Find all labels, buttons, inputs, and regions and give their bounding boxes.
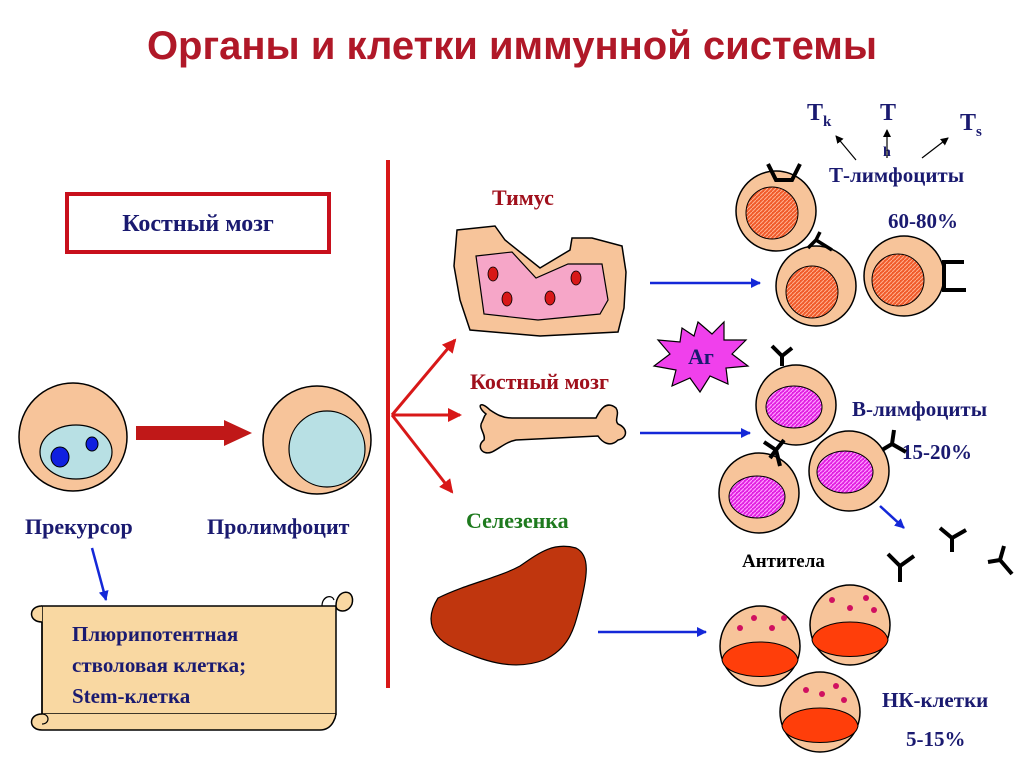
nk-cells-label: НК-клетки bbox=[882, 688, 988, 712]
b-cell-2 bbox=[808, 429, 907, 512]
spleen-label: Селезенка bbox=[466, 508, 569, 533]
bone-marrow-organ-label: Костный мозг bbox=[470, 369, 609, 394]
t-cell-2 bbox=[775, 231, 857, 327]
b-cell-3 bbox=[718, 438, 800, 534]
ts-label: Ts bbox=[960, 110, 982, 140]
b-to-antibody-arrow bbox=[879, 505, 905, 529]
antibodies-label: Антитела bbox=[742, 551, 825, 572]
precursor-cell bbox=[18, 382, 128, 492]
branch-arrow-spleen bbox=[390, 414, 454, 494]
thymus-organ bbox=[453, 225, 627, 337]
branch-arrows bbox=[390, 338, 462, 494]
t-cell-3 bbox=[863, 235, 966, 317]
spleen-organ bbox=[430, 545, 587, 666]
t-lymphocytes-percent: 60-80% bbox=[888, 209, 958, 233]
bone-organ bbox=[479, 404, 627, 454]
th-label: T bbox=[880, 100, 896, 126]
page-title: Органы и клетки иммунной системы bbox=[146, 24, 878, 68]
prolymphocyte-label: Пролимфоцит bbox=[207, 514, 350, 539]
b-lymphocytes-label: В-лимфоциты bbox=[852, 397, 987, 421]
nk-cell-2 bbox=[809, 584, 891, 666]
antibody-3 bbox=[987, 545, 1014, 576]
nk-cell-3 bbox=[779, 671, 861, 753]
antibody-2 bbox=[938, 526, 967, 552]
scroll-line-1: Плюрипотентная bbox=[72, 622, 238, 646]
stem-cell-scroll bbox=[30, 591, 354, 731]
precursor-to-prolymphocyte-arrow bbox=[136, 420, 252, 446]
prolymphocyte-cell bbox=[262, 385, 372, 495]
precursor-label: Прекурсор bbox=[25, 514, 133, 539]
antigen-label: Аг bbox=[688, 344, 714, 369]
bone-marrow-box: Костный мозг bbox=[65, 192, 331, 254]
organ-to-cell-arrows bbox=[598, 278, 761, 637]
nk-cells-percent: 5-15% bbox=[906, 727, 966, 751]
antigen-star bbox=[652, 320, 750, 394]
antibody-1 bbox=[886, 552, 916, 582]
b-lymphocytes-percent: 15-20% bbox=[902, 440, 972, 464]
t-cell-1 bbox=[735, 163, 817, 252]
t-subtype-arrows bbox=[835, 129, 949, 161]
bone-marrow-box-label: Костный мозг bbox=[122, 211, 274, 237]
t-lymphocytes-label: Т-лимфоциты bbox=[829, 163, 964, 187]
tk-label: Tk bbox=[807, 100, 832, 130]
branch-arrow-thymus bbox=[390, 338, 457, 416]
b-cell-1 bbox=[755, 344, 837, 446]
precursor-to-stem-arrow bbox=[90, 547, 109, 601]
nk-cell-1 bbox=[719, 605, 801, 687]
antibodies bbox=[886, 526, 1014, 582]
thymus-label: Тимус bbox=[492, 185, 554, 210]
scroll-line-3: Stem-клетка bbox=[72, 684, 191, 708]
scroll-line-2: стволовая клетка; bbox=[72, 653, 246, 677]
